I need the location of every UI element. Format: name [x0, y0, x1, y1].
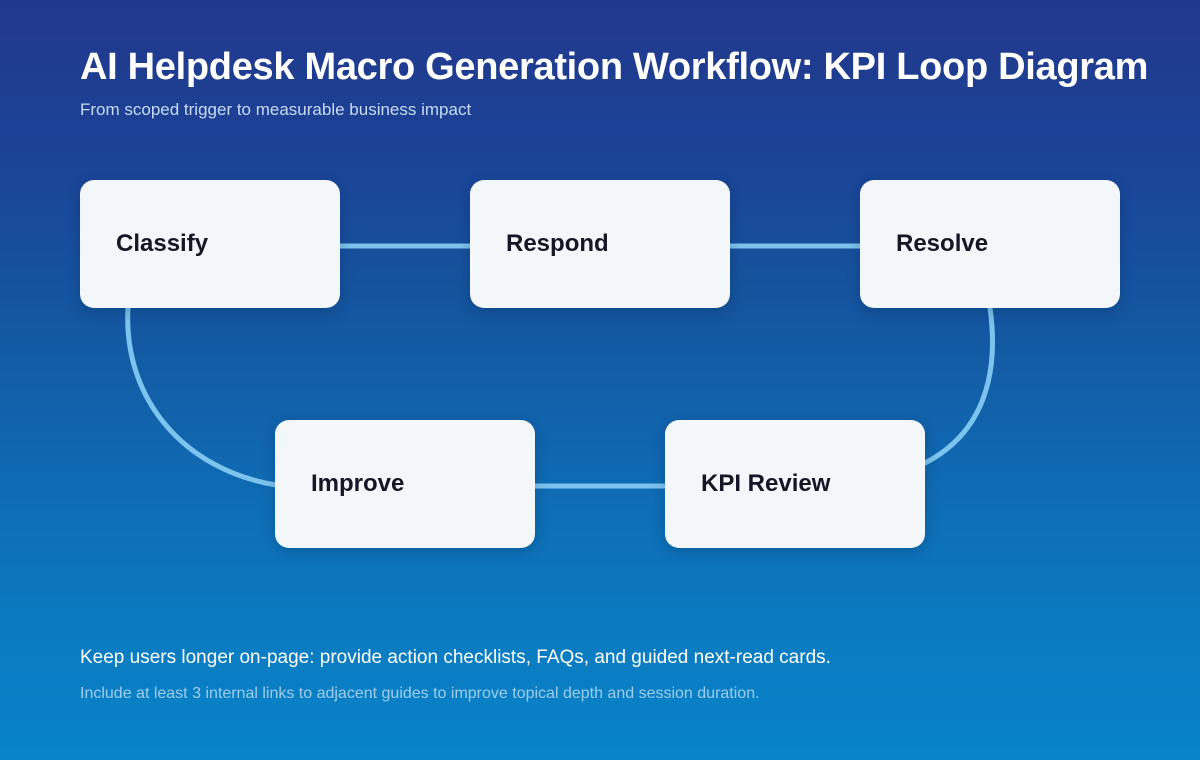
node-classify[interactable]: Classify: [80, 180, 340, 308]
node-kpi-review[interactable]: KPI Review: [665, 420, 925, 548]
node-label: Resolve: [896, 230, 989, 257]
edge-resolve-to-kpi-review: [922, 305, 995, 466]
node-resolve[interactable]: Resolve: [860, 180, 1120, 308]
page-subtitle: From scoped trigger to measurable busine…: [80, 100, 472, 119]
page-title: AI Helpdesk Macro Generation Workflow: K…: [80, 46, 1149, 88]
node-label: Classify: [116, 230, 209, 257]
footer-primary-note: Keep users longer on-page: provide actio…: [80, 647, 831, 668]
footer-notes: Keep users longer on-page: provide actio…: [80, 644, 1140, 706]
node-label: KPI Review: [701, 470, 831, 497]
node-label: Respond: [506, 230, 609, 257]
page-header: AI Helpdesk Macro Generation Workflow: K…: [80, 44, 1200, 122]
edge-improve-to-classify: [125, 305, 279, 488]
footer-secondary-note: Include at least 3 internal links to adj…: [80, 685, 760, 702]
node-label: Improve: [311, 470, 405, 497]
node-respond[interactable]: Respond: [470, 180, 730, 308]
node-improve[interactable]: Improve: [275, 420, 535, 548]
